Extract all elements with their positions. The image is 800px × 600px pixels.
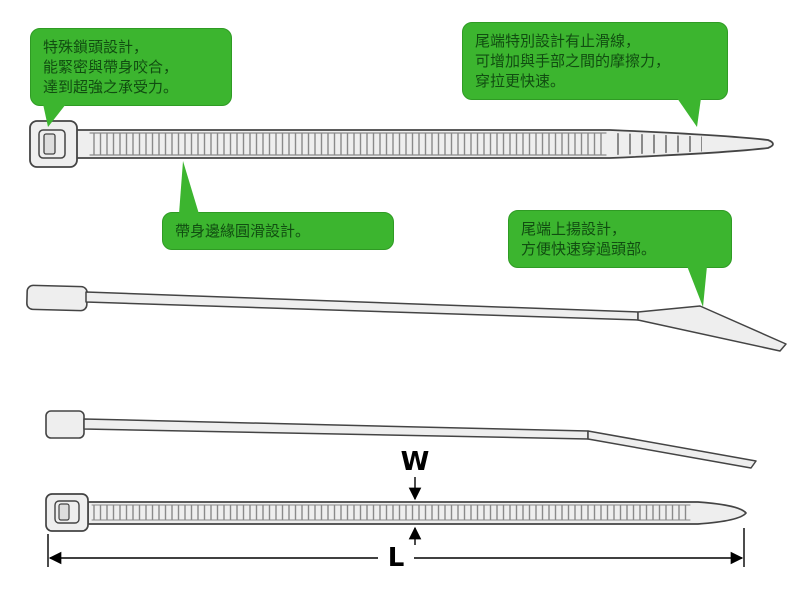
tie2-band <box>85 291 639 321</box>
callout-tail-grip-line3: 穿拉更快速。 <box>475 72 566 91</box>
callout-head-lock-pointer <box>43 104 66 128</box>
tie3-head <box>45 410 85 439</box>
callout-tail-up-line2: 方便快速穿過頭部。 <box>521 240 657 259</box>
tie1-head-inner <box>38 129 66 159</box>
tie3-band <box>83 418 589 440</box>
callout-head-lock-line2: 能緊密與帶身咬合， <box>43 58 179 77</box>
tie4-teeth <box>92 505 690 520</box>
tie1-tail-grip-lines <box>614 133 702 155</box>
tie4-head-inner <box>54 500 80 524</box>
callout-tail-grip-line1: 尾端特別設計有止滑線， <box>475 32 641 50</box>
tie2-head <box>26 284 88 312</box>
tie2-tail <box>637 305 787 352</box>
tie1-teeth <box>90 133 606 155</box>
callout-head-lock-line3: 達到超強之承受力。 <box>43 78 179 97</box>
callout-tail-grip-pointer <box>677 98 701 128</box>
callout-band-edge-pointer <box>179 161 199 214</box>
dimension-annotations: W L <box>47 447 745 573</box>
tie3-tail <box>587 430 757 469</box>
callout-band-edge-line1: 帶身邊緣圓滑設計。 <box>175 222 311 240</box>
width-dimension-label: W <box>401 447 430 477</box>
tie-side-view-2 <box>45 410 757 469</box>
callout-tail-up-pointer <box>687 266 707 308</box>
callout-tail-up-line1: 尾端上揚設計， <box>521 220 627 238</box>
tie-top-view <box>29 120 774 168</box>
tie1-head-slot <box>43 133 56 155</box>
callout-head-lock-line1: 特殊鎖頭設計， <box>43 38 149 56</box>
callout-tail-up: 尾端上揚設計， 方便快速穿過頭部。 <box>508 210 732 308</box>
callout-band-edge: 帶身邊緣圓滑設計。 <box>162 161 394 251</box>
tie4-head-slot <box>58 503 70 521</box>
tie-side-view-1 <box>26 284 787 352</box>
callout-head-lock: 特殊鎖頭設計， 能緊密與帶身咬合， 達到超強之承受力。 <box>30 28 232 128</box>
callout-tail-grip: 尾端特別設計有止滑線， 可增加與手部之間的摩擦力， 穿拉更快速。 <box>462 22 728 128</box>
tie-dimension-view <box>45 493 747 532</box>
callout-tail-grip-line2: 可增加與手部之間的摩擦力， <box>475 52 671 71</box>
length-dimension-label: L <box>388 543 405 573</box>
